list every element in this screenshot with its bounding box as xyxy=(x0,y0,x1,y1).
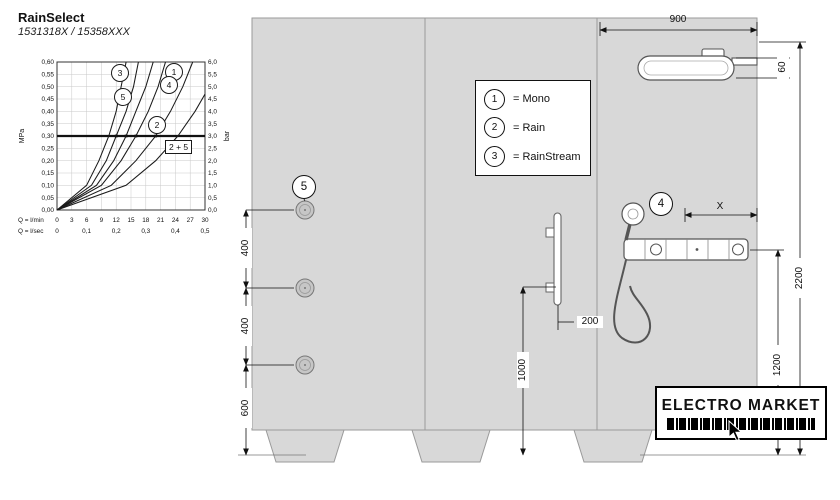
svg-text:0: 0 xyxy=(55,217,59,224)
svg-text:0,35: 0,35 xyxy=(42,121,55,128)
body-jet-2 xyxy=(295,278,315,298)
dim-900-label: 900 xyxy=(669,14,687,25)
rainselect-control-unit xyxy=(623,238,749,261)
dim-1200-label: 1200 xyxy=(772,345,784,385)
product-title: RainSelect xyxy=(18,10,85,25)
dim-2200-label: 2200 xyxy=(794,258,806,298)
legend-label-mono: = Mono xyxy=(513,93,550,106)
dim-1000-label: 1000 xyxy=(517,352,529,388)
svg-text:5,0: 5,0 xyxy=(208,84,217,91)
svg-text:0,40: 0,40 xyxy=(42,109,55,116)
retailer-logo-strip xyxy=(667,417,815,430)
svg-text:2,5: 2,5 xyxy=(208,146,217,153)
dim-900-lines xyxy=(599,22,758,36)
svg-text:0,10: 0,10 xyxy=(42,183,55,190)
floor-section xyxy=(265,429,653,463)
legend-num-1: 1 xyxy=(484,88,505,110)
svg-text:0,2: 0,2 xyxy=(112,228,121,235)
svg-text:30: 30 xyxy=(201,217,209,224)
legend-num-3: 3 xyxy=(484,146,505,168)
retailer-logo-text: ELECTRO MARKET xyxy=(661,396,821,414)
dim-x-lines xyxy=(684,208,758,222)
svg-text:0,5: 0,5 xyxy=(201,228,210,235)
svg-text:5,5: 5,5 xyxy=(208,72,217,79)
svg-text:0,60: 0,60 xyxy=(42,59,55,66)
svg-text:1,0: 1,0 xyxy=(208,183,217,190)
callout-4-hand-shower: 4 xyxy=(649,192,673,216)
svg-text:Q = l/min: Q = l/min xyxy=(18,217,44,224)
curve-label-2: 2 xyxy=(148,116,166,134)
svg-text:1,5: 1,5 xyxy=(208,170,217,177)
hand-shower-hose xyxy=(613,259,652,344)
body-jets xyxy=(295,196,315,375)
svg-text:0,30: 0,30 xyxy=(42,133,55,140)
dim-400-upper-label: 400 xyxy=(240,228,252,268)
svg-text:9: 9 xyxy=(100,217,104,224)
body-jet-1 xyxy=(295,200,315,220)
curve-label-5: 5 xyxy=(114,88,132,106)
svg-text:4,5: 4,5 xyxy=(208,96,217,103)
dim-200-label: 200 xyxy=(577,316,603,328)
svg-text:3: 3 xyxy=(70,217,74,224)
curve-label-2-plus-5: 2 + 5 xyxy=(165,140,193,154)
svg-text:0: 0 xyxy=(55,228,59,235)
overhead-shower xyxy=(637,48,758,81)
dim-60-label: 60 xyxy=(777,52,789,82)
svg-text:6,0: 6,0 xyxy=(208,59,217,66)
dim-400-lower-label: 400 xyxy=(240,306,252,346)
dim-x-label: X xyxy=(716,201,724,212)
svg-text:6: 6 xyxy=(85,217,89,224)
svg-text:24: 24 xyxy=(172,217,180,224)
mouse-cursor-icon xyxy=(728,420,743,442)
svg-text:0,50: 0,50 xyxy=(42,84,55,91)
svg-text:27: 27 xyxy=(187,217,195,224)
svg-text:4,0: 4,0 xyxy=(208,109,217,116)
svg-text:0,1: 0,1 xyxy=(82,228,91,235)
dim-600-label: 600 xyxy=(240,388,252,428)
slide-bar xyxy=(545,212,562,306)
dim-200-lines xyxy=(557,305,574,330)
svg-text:MPa: MPa xyxy=(19,129,26,144)
svg-text:15: 15 xyxy=(127,217,135,224)
legend-row-rainstream: 3 = RainStream xyxy=(484,146,582,168)
svg-text:2,0: 2,0 xyxy=(208,158,217,165)
product-model-numbers: 1531318X / 15358XXX xyxy=(18,26,130,38)
svg-text:0,0: 0,0 xyxy=(208,207,217,214)
svg-text:3,5: 3,5 xyxy=(208,121,217,128)
curve-label-4: 4 xyxy=(160,76,178,94)
retailer-logo: ELECTRO MARKET xyxy=(655,386,827,440)
svg-text:18: 18 xyxy=(142,217,150,224)
legend-row-rain: 2 = Rain xyxy=(484,117,582,139)
svg-text:0,3: 0,3 xyxy=(141,228,150,235)
svg-text:21: 21 xyxy=(157,217,165,224)
svg-text:0,25: 0,25 xyxy=(42,146,55,153)
legend-box: 1 = Mono 2 = Rain 3 = RainStream xyxy=(475,80,591,176)
svg-text:0,05: 0,05 xyxy=(42,195,55,202)
svg-text:Q = l/sec: Q = l/sec xyxy=(18,228,44,235)
svg-text:bar: bar xyxy=(224,130,231,141)
curve-label-3: 3 xyxy=(111,64,129,82)
svg-text:0,5: 0,5 xyxy=(208,195,217,202)
svg-text:0,20: 0,20 xyxy=(42,158,55,165)
hand-shower xyxy=(613,202,652,344)
legend-row-mono: 1 = Mono xyxy=(484,88,582,110)
svg-text:0,55: 0,55 xyxy=(42,72,55,79)
svg-text:3,0: 3,0 xyxy=(208,133,217,140)
svg-text:0,15: 0,15 xyxy=(42,170,55,177)
svg-text:0,45: 0,45 xyxy=(42,96,55,103)
svg-text:0,4: 0,4 xyxy=(171,228,180,235)
legend-label-rain: = Rain xyxy=(513,121,546,134)
svg-text:0,00: 0,00 xyxy=(42,207,55,214)
legend-num-2: 2 xyxy=(484,117,505,139)
body-jet-3 xyxy=(295,355,315,375)
svg-text:12: 12 xyxy=(113,217,121,224)
legend-label-rainstream: = RainStream xyxy=(513,150,581,163)
callout-5-body-jets: 5 xyxy=(292,175,316,199)
